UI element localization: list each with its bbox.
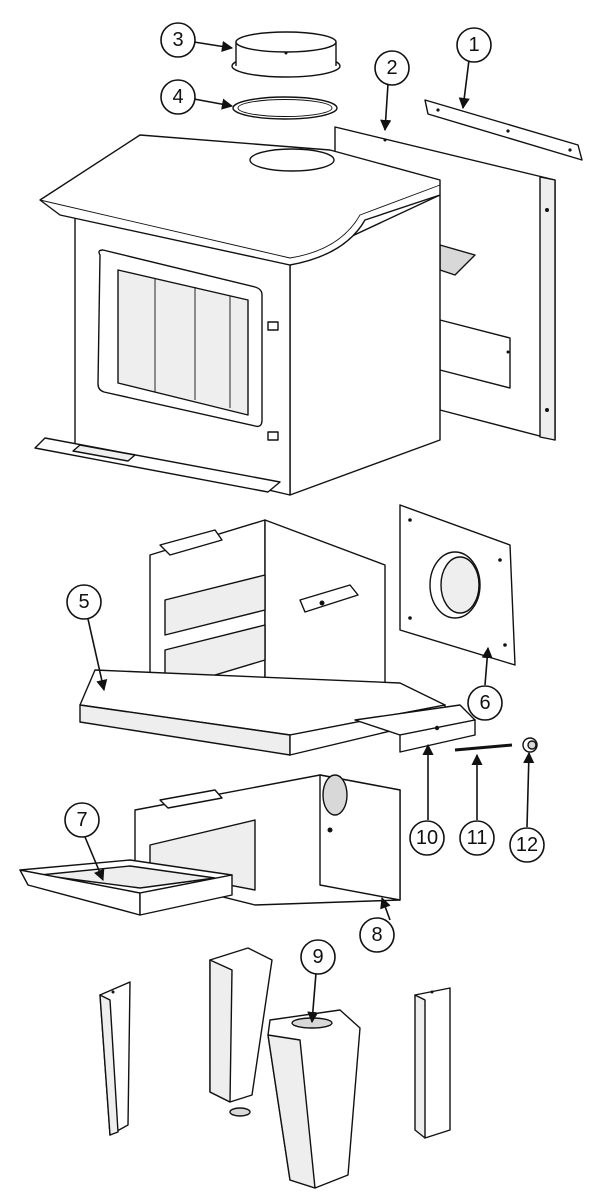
leader-lines	[84, 40, 535, 1024]
callout-7: 7	[64, 802, 100, 838]
callout-3-label: 3	[172, 29, 183, 51]
callout-11: 11	[459, 820, 495, 856]
callout-5-label: 5	[78, 591, 89, 613]
part-6-heat-shield-plate	[399, 504, 516, 666]
part-5-base-plate	[79, 669, 446, 756]
leader-1	[458, 59, 470, 110]
callout-5: 5	[66, 584, 102, 620]
callout-8: 8	[359, 917, 395, 953]
leader-7	[84, 836, 105, 882]
leader-8	[380, 896, 391, 921]
part-4-gasket-ring	[232, 96, 338, 120]
leader-3	[193, 40, 234, 52]
part-1-top-trim	[424, 99, 583, 161]
callout-6: 6	[467, 685, 503, 721]
callout-2-label: 2	[386, 57, 397, 79]
callout-4: 4	[160, 79, 196, 115]
callout-7-label: 7	[76, 809, 87, 831]
part-9-legs	[99, 947, 451, 1189]
leader-9	[307, 972, 319, 1024]
callout-3: 3	[160, 22, 196, 58]
callout-8-label: 8	[371, 924, 382, 946]
leader-5	[87, 618, 108, 692]
leader-2	[380, 83, 392, 132]
part-7-ash-drawer	[19, 859, 233, 916]
part-12-knob	[522, 737, 538, 753]
callout-10-label: 10	[416, 827, 438, 849]
stove-body	[34, 134, 441, 496]
callout-12: 12	[509, 827, 545, 863]
callout-1: 1	[456, 27, 492, 63]
callout-6-label: 6	[479, 692, 490, 714]
part-11-threaded-rod	[454, 743, 513, 752]
callout-9-label: 9	[312, 946, 323, 968]
part-10-bracket	[354, 704, 476, 753]
leader-12	[523, 751, 535, 828]
part-8-ash-pan-housing	[134, 774, 401, 906]
callout-11-label: 11	[467, 827, 488, 849]
callout-9: 9	[300, 939, 336, 975]
callout-10: 10	[409, 820, 445, 856]
pedestal-upper-box	[149, 519, 386, 721]
callout-1-label: 1	[468, 34, 479, 56]
leader-4	[193, 98, 234, 110]
part-3-flue-collar	[231, 31, 341, 78]
leader-6	[481, 646, 493, 686]
callout-2: 2	[374, 50, 410, 86]
callout-12-label: 12	[516, 834, 538, 856]
callout-4-label: 4	[172, 86, 183, 108]
